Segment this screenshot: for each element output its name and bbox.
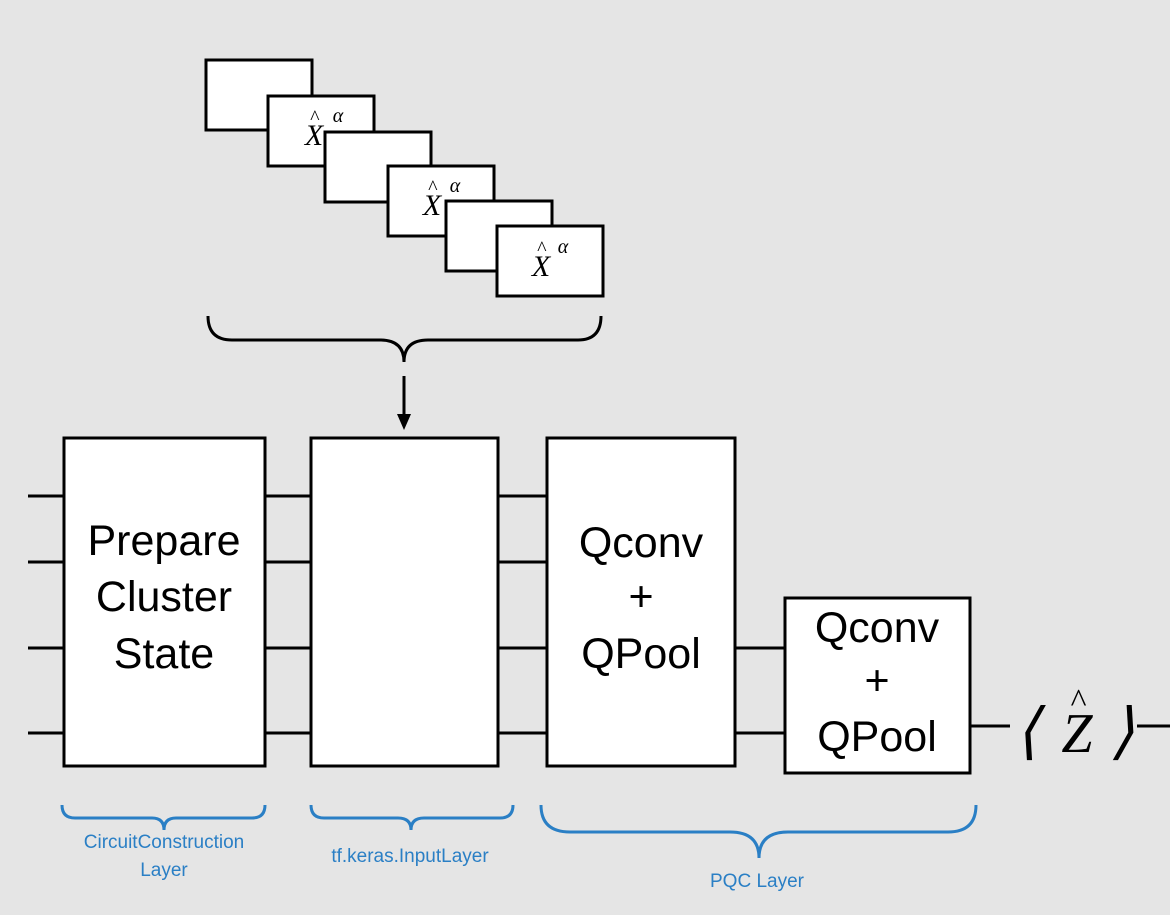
prepare-cluster-state-block bbox=[62, 436, 267, 768]
prepare-line: Cluster bbox=[96, 573, 232, 621]
operator-superscript: α bbox=[558, 236, 569, 258]
operator-card-stack bbox=[204, 58, 605, 298]
prepare-line: State bbox=[114, 630, 214, 678]
pqc2-line: + bbox=[864, 657, 889, 705]
operator-hat: ^ bbox=[310, 107, 320, 129]
operator-superscript: α bbox=[450, 175, 461, 197]
operator-label: ^ X α bbox=[422, 175, 461, 222]
pqc1-line: QPool bbox=[581, 630, 701, 678]
operator-card bbox=[495, 224, 605, 298]
operator-hat: ^ bbox=[428, 177, 438, 199]
pqc1-line: Qconv bbox=[579, 519, 704, 567]
pqc1-line: + bbox=[628, 573, 653, 621]
operator-label: ^ X α bbox=[531, 236, 569, 283]
operator-symbol: X bbox=[531, 250, 552, 283]
operator-hat: ^ bbox=[537, 238, 547, 260]
pqc-layer-brace bbox=[539, 804, 978, 859]
card-stack-brace bbox=[206, 315, 603, 363]
prepare-block-text: Prepare Cluster State bbox=[88, 517, 241, 678]
output-left-bracket: ⟨ bbox=[1015, 698, 1046, 766]
circuit-construction-label: CircuitConstruction bbox=[84, 832, 245, 853]
operator-superscript: α bbox=[333, 105, 344, 127]
input-layer-label: tf.keras.InputLayer bbox=[331, 846, 489, 867]
pqc2-line: Qconv bbox=[815, 604, 940, 652]
operator-symbol: X bbox=[304, 119, 325, 152]
prepare-line: Prepare bbox=[88, 517, 241, 565]
output-right-bracket: ⟩ bbox=[1110, 698, 1134, 766]
output-hat: ^ bbox=[1070, 683, 1087, 720]
input-layer-brace bbox=[309, 804, 515, 831]
output-symbol: Z bbox=[1061, 703, 1093, 765]
input-layer-block bbox=[309, 436, 500, 768]
qubit-wires bbox=[28, 494, 1170, 735]
qconv-qpool-block-1 bbox=[545, 436, 737, 768]
input-arrow-head bbox=[397, 414, 411, 430]
pqc1-block-text: Qconv + QPool bbox=[579, 519, 704, 678]
circuit-construction-label: Layer bbox=[140, 860, 188, 881]
operator-symbol: X bbox=[422, 189, 443, 222]
expectation-output: ⟨ ^ Z ⟩ bbox=[1015, 683, 1134, 766]
pqc2-line: QPool bbox=[817, 713, 937, 761]
pqc-layer-label: PQC Layer bbox=[710, 871, 805, 892]
pqc2-block-text: Qconv + QPool bbox=[815, 604, 940, 761]
qconv-qpool-block-2 bbox=[783, 596, 972, 775]
circuit-construction-brace bbox=[60, 804, 267, 831]
operator-label: ^ X α bbox=[304, 105, 344, 152]
